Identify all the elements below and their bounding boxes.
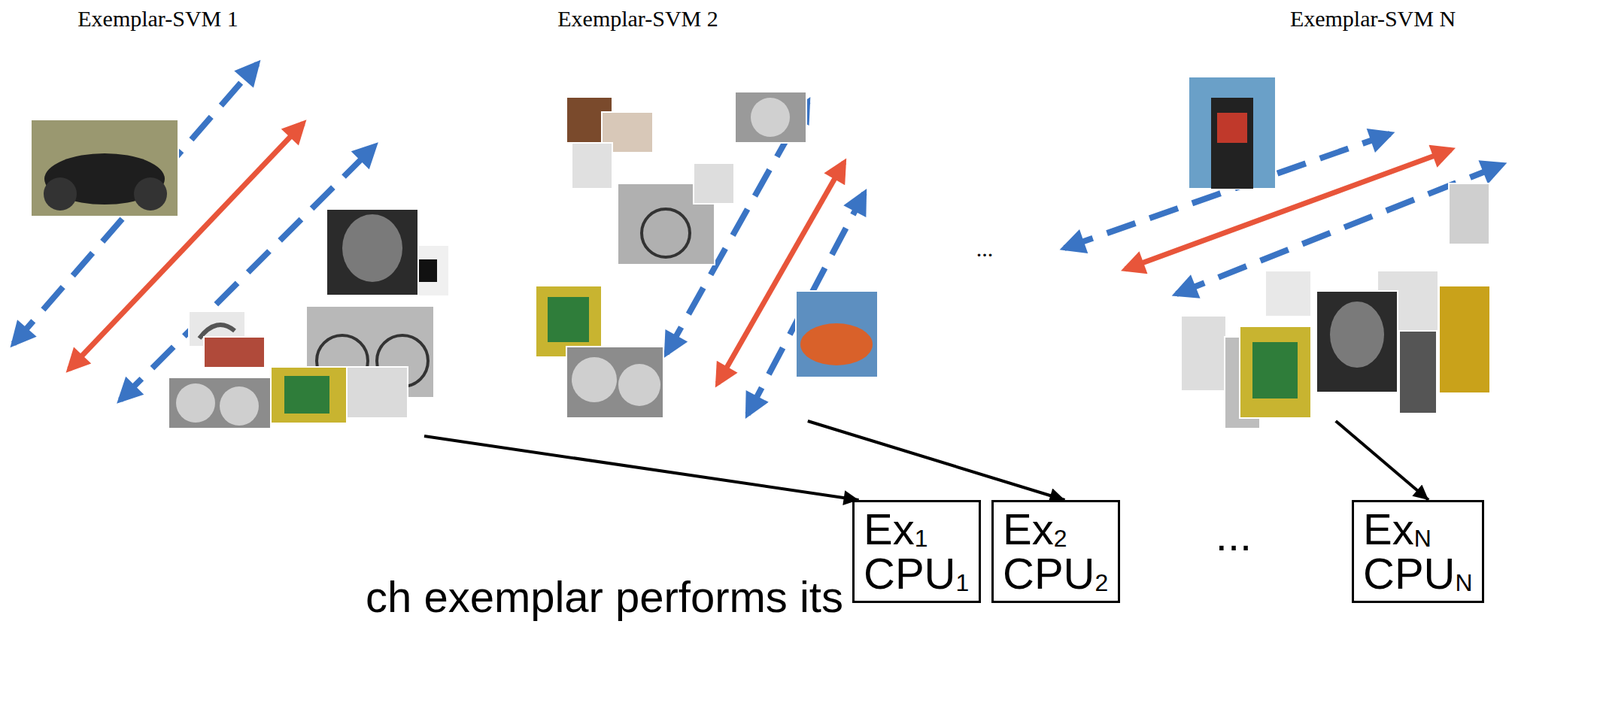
cluster-n [1064,76,1503,429]
photo-tile [326,209,419,296]
group-heading: Exemplar-SVM N [1290,6,1456,31]
photo-tile [566,346,664,419]
box-word: CPU1 [863,551,969,596]
photo-tile [1239,326,1312,419]
subscript: 1 [914,525,929,553]
wheel [641,209,690,258]
ball-shape [750,97,790,137]
ball-shape [176,383,216,423]
exemplar-group: Exemplar-SVM 1 [0,6,452,437]
photo-detail [1217,112,1248,143]
rider-shape [1211,97,1254,189]
word-stem: CPU [863,549,956,599]
svm-boundary [1125,149,1452,270]
group-heading: Exemplar-SVM 2 [557,6,719,31]
ball-shape [219,386,259,426]
cluster-two [535,91,878,419]
photo-tile [1448,183,1490,245]
photo-detail [547,297,589,343]
cpu-box: ExN CPUN [1351,500,1485,604]
box-word: CPUN [1363,551,1473,596]
photo-tile [1265,270,1312,317]
photo-detail [1252,342,1298,399]
body-text: ch exemplar performs its [365,573,844,622]
subscript: 1 [955,569,969,597]
box-word: Ex2 [1002,507,1109,552]
motorcycle-shape [800,323,873,366]
connector-arrow [424,436,860,501]
cpu-box: Ex1 CPU1 [852,500,981,604]
photo-tile [30,119,179,217]
box-word: Ex1 [863,507,969,552]
photo-tile [571,142,613,189]
box-label: Ex1 CPU1 [863,507,969,596]
connector-arrow [807,421,1066,501]
photo-tile [270,367,347,424]
exemplar-group: Exemplar-SVM 2 [535,6,881,422]
exemplar-group: Exemplar-SVM N [1060,6,1580,422]
subscript: 2 [1094,569,1109,597]
photo-tile [1399,330,1437,414]
svm-boundary [717,162,845,384]
helmet-shape [342,214,403,283]
box-word: ExN [1363,507,1473,552]
photo-tile [795,291,878,378]
box-label: Ex2 CPU2 [1002,507,1109,596]
photo-tile [734,91,807,143]
word-stem: Ex [1002,504,1054,554]
box-label: ExN CPUN [1363,507,1473,596]
word-stem: CPU [1002,549,1095,599]
subscript: N [1454,569,1473,597]
photo-detail [284,376,330,414]
svm-boundary [69,123,304,370]
ellipsis: ... [976,236,994,262]
word-stem: CPU [1363,549,1455,599]
photo-tile [1181,315,1227,392]
ball-shape [618,364,661,407]
ball-shape [571,357,617,403]
word-stem: Ex [1363,504,1415,554]
helmet-shape [1329,301,1385,368]
ellipsis: ... [1215,511,1252,560]
connector-arrow [1335,421,1429,501]
wheel [133,177,167,211]
photo-tile [341,367,408,419]
cluster-one [13,63,450,429]
photo-tile [168,377,271,429]
group-heading: Exemplar-SVM 1 [77,6,239,31]
box-word: CPU2 [1002,551,1109,596]
word-stem: Ex [863,504,915,554]
subscript: N [1414,525,1432,553]
cpu-box: Ex2 CPU2 [991,500,1121,604]
photo-tile [203,337,265,368]
photo-tile [1316,291,1398,393]
subscript: 2 [1053,525,1068,553]
wheel [43,177,77,211]
photo-tile [1439,285,1491,394]
photo-tile [693,163,735,204]
photo-tile [1188,76,1276,189]
